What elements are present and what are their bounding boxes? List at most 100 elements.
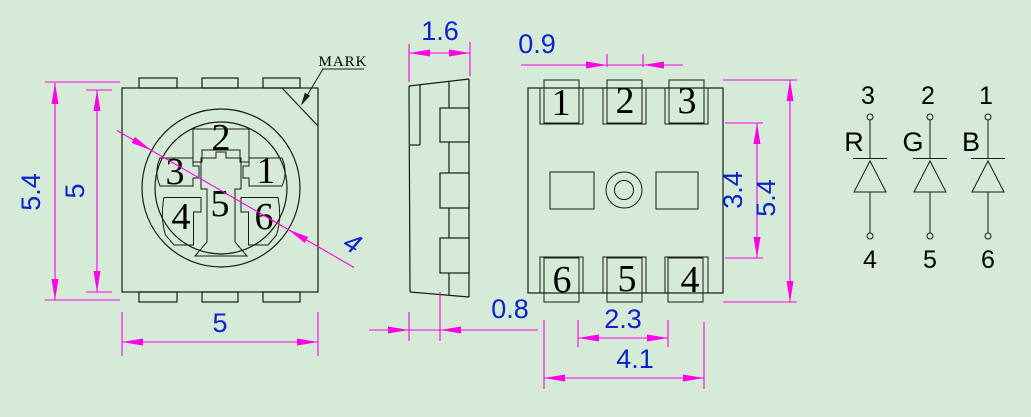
dim-arrow-icon	[93, 90, 101, 111]
dim-circle-diameter: 4	[338, 226, 366, 259]
electrode-5	[193, 151, 249, 257]
center-circle-inner	[614, 180, 634, 200]
pin-number-bottom: 6	[981, 246, 995, 274]
dim-arrow-icon	[647, 334, 668, 342]
electrode-4	[161, 197, 202, 246]
electrode-2	[192, 128, 250, 163]
top-view-tab	[201, 77, 239, 89]
pad-land	[664, 87, 709, 125]
pad-number: 3	[678, 80, 697, 122]
pad-land	[664, 256, 709, 294]
terminal-circle-icon	[984, 232, 992, 240]
electrode-3	[156, 157, 200, 187]
electrode-6	[240, 197, 281, 246]
pad-number: 4	[172, 196, 191, 238]
dim-pads-outer-span: 4.1	[616, 344, 654, 374]
dim-arrow-icon	[586, 61, 607, 69]
dim-arrow-icon	[388, 326, 409, 334]
side-view-outline	[408, 78, 470, 87]
polarity-mark-chamfer	[281, 87, 319, 127]
terminal-circle-icon	[866, 232, 874, 240]
dim-height-overall: 5.4	[16, 173, 46, 211]
diode-triangle-blue	[971, 159, 1005, 193]
pin-number-bottom: 4	[863, 246, 877, 274]
dim-arrow-icon	[51, 83, 59, 104]
diode-triangle-red	[853, 159, 887, 193]
dim-arrow-icon	[578, 334, 599, 342]
top-view-tab	[262, 291, 301, 303]
dim-arrow-icon	[51, 279, 59, 300]
mark-label: MARK	[318, 54, 367, 70]
pin-number-top: 2	[921, 82, 935, 110]
dim-pad-width: 0.9	[518, 29, 556, 59]
pad-number: 6	[553, 259, 572, 301]
dim-arrow-icon	[440, 326, 461, 334]
center-window-right	[655, 171, 699, 210]
bottom-view: 1 2 3 6 5 4 0.9 3.4 5.4	[518, 29, 797, 389]
side-view-lead	[439, 172, 470, 209]
pad-number: 1	[552, 82, 571, 124]
top-view-body	[121, 87, 319, 293]
dim-arrow-icon	[786, 80, 794, 101]
dim-arrow-icon	[122, 338, 143, 346]
terminal-circle-icon	[984, 113, 992, 121]
top-view-tab	[201, 291, 239, 303]
terminal-circle-icon	[866, 113, 874, 121]
solder-pad-6	[543, 257, 580, 303]
dim-arrow-icon	[286, 226, 309, 244]
mark-leader-arrow-icon	[298, 92, 311, 107]
dim-line-circle-diameter	[116, 130, 355, 268]
pad-land	[539, 87, 584, 125]
solder-pad-2	[606, 79, 643, 124]
dim-arrow-icon	[643, 61, 664, 69]
side-view-lead	[439, 107, 470, 143]
solder-pad-5	[606, 257, 643, 303]
center-window-left	[549, 171, 595, 210]
dim-body-thickness: 0.8	[491, 294, 529, 324]
reflector-inner-circle	[154, 121, 288, 255]
reflector-outer-circle	[141, 108, 301, 268]
side-view: 1.6 0.8	[369, 16, 538, 341]
pad-land	[602, 87, 647, 125]
solder-pad-4	[667, 257, 704, 303]
dim-pads-vertical-gap: 3.4	[718, 171, 748, 209]
electrode-1	[242, 157, 286, 187]
dim-arrow-icon	[93, 271, 101, 292]
diode-letter: R	[844, 127, 864, 157]
diode-blue: 1 B 6	[962, 82, 1005, 274]
dim-thickness: 1.6	[421, 16, 459, 46]
top-view-tab	[138, 77, 178, 89]
diode-triangle-green	[913, 159, 947, 193]
dim-width: 5	[212, 308, 227, 338]
diode-green: 2 G 5	[902, 82, 947, 274]
pin-number-top: 1	[979, 82, 993, 110]
top-view: 2 3 1 4 5 6 MARK 4 5.4 5 5	[16, 54, 367, 356]
dim-arrow-icon	[753, 237, 761, 258]
pad-number: 4	[681, 259, 700, 301]
pad-number: 5	[211, 183, 230, 225]
side-view-outline	[408, 85, 411, 293]
diode-letter: B	[962, 127, 980, 157]
pad-land	[602, 256, 647, 294]
dim-height-overall: 5.4	[751, 179, 781, 217]
dim-arrow-icon	[409, 49, 430, 57]
solder-pad-1	[543, 79, 580, 124]
dim-arrow-icon	[544, 374, 565, 382]
dim-pads-inner-span: 2.3	[604, 304, 642, 334]
pad-number: 1	[257, 150, 276, 192]
center-circle-outer	[605, 171, 643, 209]
dim-arrow-icon	[131, 136, 154, 154]
dim-arrow-icon	[786, 281, 794, 302]
top-view-tab	[138, 291, 178, 303]
schematic: 3 R 4 2 G 5 1 B	[844, 82, 1005, 274]
diode-red: 3 R 4	[844, 82, 887, 274]
pad-land	[539, 256, 584, 294]
pad-number: 2	[212, 117, 231, 159]
side-view-lead	[439, 237, 470, 274]
terminal-circle-icon	[926, 113, 934, 121]
pin-number-top: 3	[861, 82, 875, 110]
pin-number-bottom: 5	[923, 246, 937, 274]
pad-number: 3	[166, 151, 185, 193]
diode-letter: G	[902, 127, 923, 157]
dim-arrow-icon	[683, 374, 704, 382]
